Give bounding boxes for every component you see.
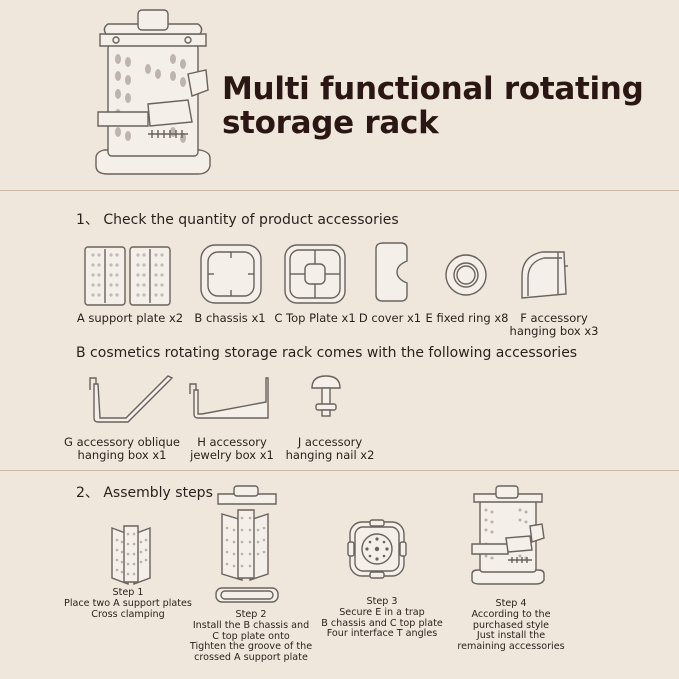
chassis-icon (200, 244, 262, 304)
jewelry-box-icon (189, 377, 269, 419)
page-title: Multi functional rotating storage rack (222, 71, 644, 141)
caption-hanging-box-line1: F accessory (520, 311, 588, 325)
title-line-1: Multi functional rotating (222, 71, 644, 107)
caption-chassis: B chassis x1 (194, 311, 266, 325)
step4-caption: Step 4 According to the purchased style … (446, 598, 576, 653)
section2-heading: 2、 Assembly steps (76, 485, 213, 501)
step2-caption: Step 2 Install the B chassis and C top p… (182, 609, 320, 664)
step2-line2: C top plate onto (212, 630, 290, 642)
caption-cover: D cover x1 (358, 311, 422, 325)
title-line-2: storage rack (222, 105, 439, 141)
caption-jewelry-line2: jewelry box x1 (190, 448, 274, 462)
top-plate-icon (284, 244, 346, 304)
step1-title: Step 1 (112, 587, 144, 598)
divider-middle (0, 470, 679, 471)
section-b-heading: B cosmetics rotating storage rack comes … (76, 345, 578, 361)
caption-nail-line2: hanging nail x2 (285, 448, 375, 462)
step1-line2: Cross clamping (91, 608, 165, 620)
hanging-box-icon (521, 251, 568, 299)
step3-caption: Step 3 Secure E in a trap B chassis and … (314, 596, 450, 640)
caption-hanging-box-line2: hanging box x3 (509, 324, 599, 338)
fixed-ring-icon (445, 254, 487, 296)
oblique-hanging-box-icon (89, 375, 174, 423)
step2-line1: Install the B chassis and (192, 619, 310, 631)
caption-hanging-box: F accessory hanging box x3 (506, 312, 602, 338)
caption-fixed-ring: E fixed ring x8 (425, 311, 509, 325)
step3-title: Step 3 (366, 596, 398, 607)
caption-support-plate: A support plate x2 (76, 311, 184, 325)
caption-oblique-line2: hanging box x1 (77, 448, 167, 462)
step4-line3: Just install the (476, 630, 546, 642)
step4-line4: remaining accessories (457, 641, 565, 653)
caption-jewelry-line1: H accessory (197, 435, 267, 449)
step4-line1: According to the (471, 608, 551, 620)
step3-line2: B chassis and C top plate (321, 617, 443, 629)
section1-heading: 1、 Check the quantity of product accesso… (76, 212, 399, 228)
caption-top-plate: C Top Plate x1 (274, 311, 356, 325)
cover-icon (375, 242, 408, 302)
step1-caption: Step 1 Place two A support plates Cross … (58, 587, 198, 620)
step3-line3: Four interface T angles (326, 628, 438, 640)
step3-illustration (347, 519, 407, 579)
step4-line2: purchased style (472, 619, 550, 631)
support-plate-icon (84, 246, 171, 306)
step2-line3: Tighten the groove of the (189, 641, 313, 653)
caption-jewelry-box: H accessory jewelry box x1 (182, 436, 282, 462)
step3-line1: Secure E in a trap (339, 606, 425, 618)
caption-nail-line1: J accessory (297, 435, 363, 449)
step1-illustration (111, 525, 151, 586)
step2-line4: crossed A support plate (194, 652, 308, 664)
step4-title: Step 4 (495, 598, 527, 609)
caption-oblique-hanging-box: G accessory oblique hanging box x1 (64, 436, 180, 462)
divider-top (0, 190, 679, 191)
hanging-nail-icon (311, 375, 341, 417)
storage-rack-illustration (95, 9, 211, 175)
step1-line1: Place two A support plates (64, 597, 192, 609)
caption-oblique-line1: G accessory oblique (64, 435, 180, 449)
caption-hanging-nail: J accessory hanging nail x2 (282, 436, 378, 462)
step2-illustration (215, 485, 279, 603)
step2-title: Step 2 (235, 609, 267, 620)
header-band: Multi functional rotating storage rack (0, 0, 679, 190)
step4-illustration (471, 485, 545, 585)
